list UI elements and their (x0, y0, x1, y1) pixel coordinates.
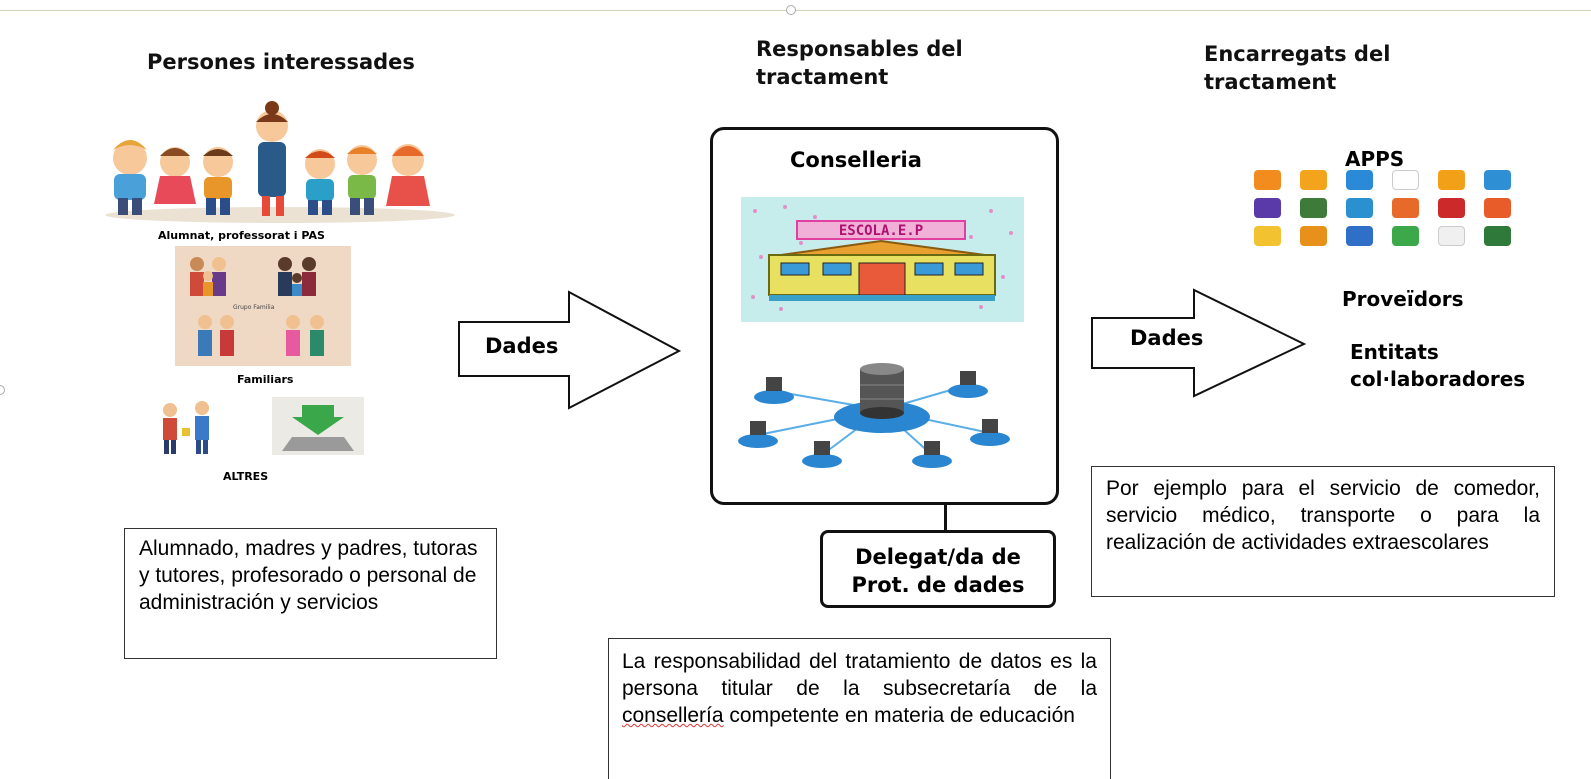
app-icon (1300, 226, 1327, 246)
arrow-right-label: Dades (1130, 326, 1204, 350)
header-controllers: Responsables del tractament (756, 35, 963, 91)
app-icon (1484, 226, 1511, 246)
app-icon (1392, 226, 1419, 246)
family-card-label: Grupo Familia (233, 304, 275, 311)
processors-note: Por ejemplo para el servicio de comedor,… (1091, 466, 1555, 597)
app-icon (1300, 170, 1327, 190)
controller-note-misspelled: consellería (622, 704, 724, 727)
header-controllers-line2: tractament (756, 65, 889, 89)
header-controllers-line1: Responsables del (756, 37, 963, 61)
data-arrow-right (1091, 288, 1307, 398)
dpo-box: Delegat/da de Prot. de dades (820, 530, 1056, 608)
entities-line1: Entitats (1350, 340, 1439, 364)
app-icon (1254, 170, 1281, 190)
header-processors-line2: tractament (1204, 70, 1337, 94)
header-processors-line1: Encarregats del (1204, 42, 1391, 66)
app-icon (1346, 170, 1373, 190)
app-icon (1346, 226, 1373, 246)
controller-note: La responsabilidad del tratamiento de da… (608, 638, 1111, 779)
app-icon (1392, 170, 1419, 190)
family-card: Grupo Familia (175, 246, 351, 366)
dpo-line2: Prot. de dades (851, 573, 1025, 597)
dpo-connector (944, 505, 947, 531)
family-caption: Familiars (237, 373, 294, 386)
keyboard-illustration (272, 397, 364, 455)
interested-note: Alumnado, madres y padres, tutoras y tut… (124, 528, 497, 659)
family-illustration (190, 257, 324, 356)
arrow-left-label: Dades (485, 334, 559, 358)
school-illustration: ESCOLA.E.P (741, 197, 1024, 322)
school-sign-text: ESCOLA.E.P (839, 223, 923, 239)
left-handle (0, 385, 5, 395)
network-illustration (738, 363, 1010, 468)
entities-label: Entitats col·laboradores (1350, 339, 1525, 393)
entities-line2: col·laboradores (1350, 367, 1526, 391)
apps-grid (1254, 170, 1524, 250)
app-icon (1438, 226, 1465, 246)
header-processors: Encarregats del tractament (1204, 40, 1390, 96)
workers-illustration (163, 401, 209, 454)
app-icon (1438, 198, 1465, 218)
group1-caption: Alumnat, professorat i PAS (158, 229, 325, 242)
interested-note-text: Alumnado, madres y padres, tutoras y tut… (139, 537, 478, 614)
dpo-line1: Delegat/da de (855, 545, 1021, 569)
controller-note-part1: La responsabilidad del tratamiento de da… (622, 650, 1097, 700)
processors-note-text: Por ejemplo para el servicio de comedor,… (1106, 477, 1540, 554)
apps-title: APPS (1345, 147, 1405, 171)
app-icon (1346, 198, 1373, 218)
app-icon (1300, 198, 1327, 218)
app-icon (1254, 198, 1281, 218)
app-icon (1484, 170, 1511, 190)
data-arrow-left (458, 290, 682, 410)
app-icon (1392, 198, 1419, 218)
controller-note-part2: competente en materia de educación (723, 704, 1075, 727)
app-icon (1484, 198, 1511, 218)
others-caption: ALTRES (223, 470, 269, 483)
app-icon (1254, 226, 1281, 246)
people-group-illustration (105, 101, 455, 223)
providers-label: Proveïdors (1342, 287, 1464, 311)
app-icon (1438, 170, 1465, 190)
top-handle (786, 5, 796, 15)
header-interested: Persones interessades (147, 50, 415, 74)
controller-box-title: Conselleria (790, 148, 922, 172)
